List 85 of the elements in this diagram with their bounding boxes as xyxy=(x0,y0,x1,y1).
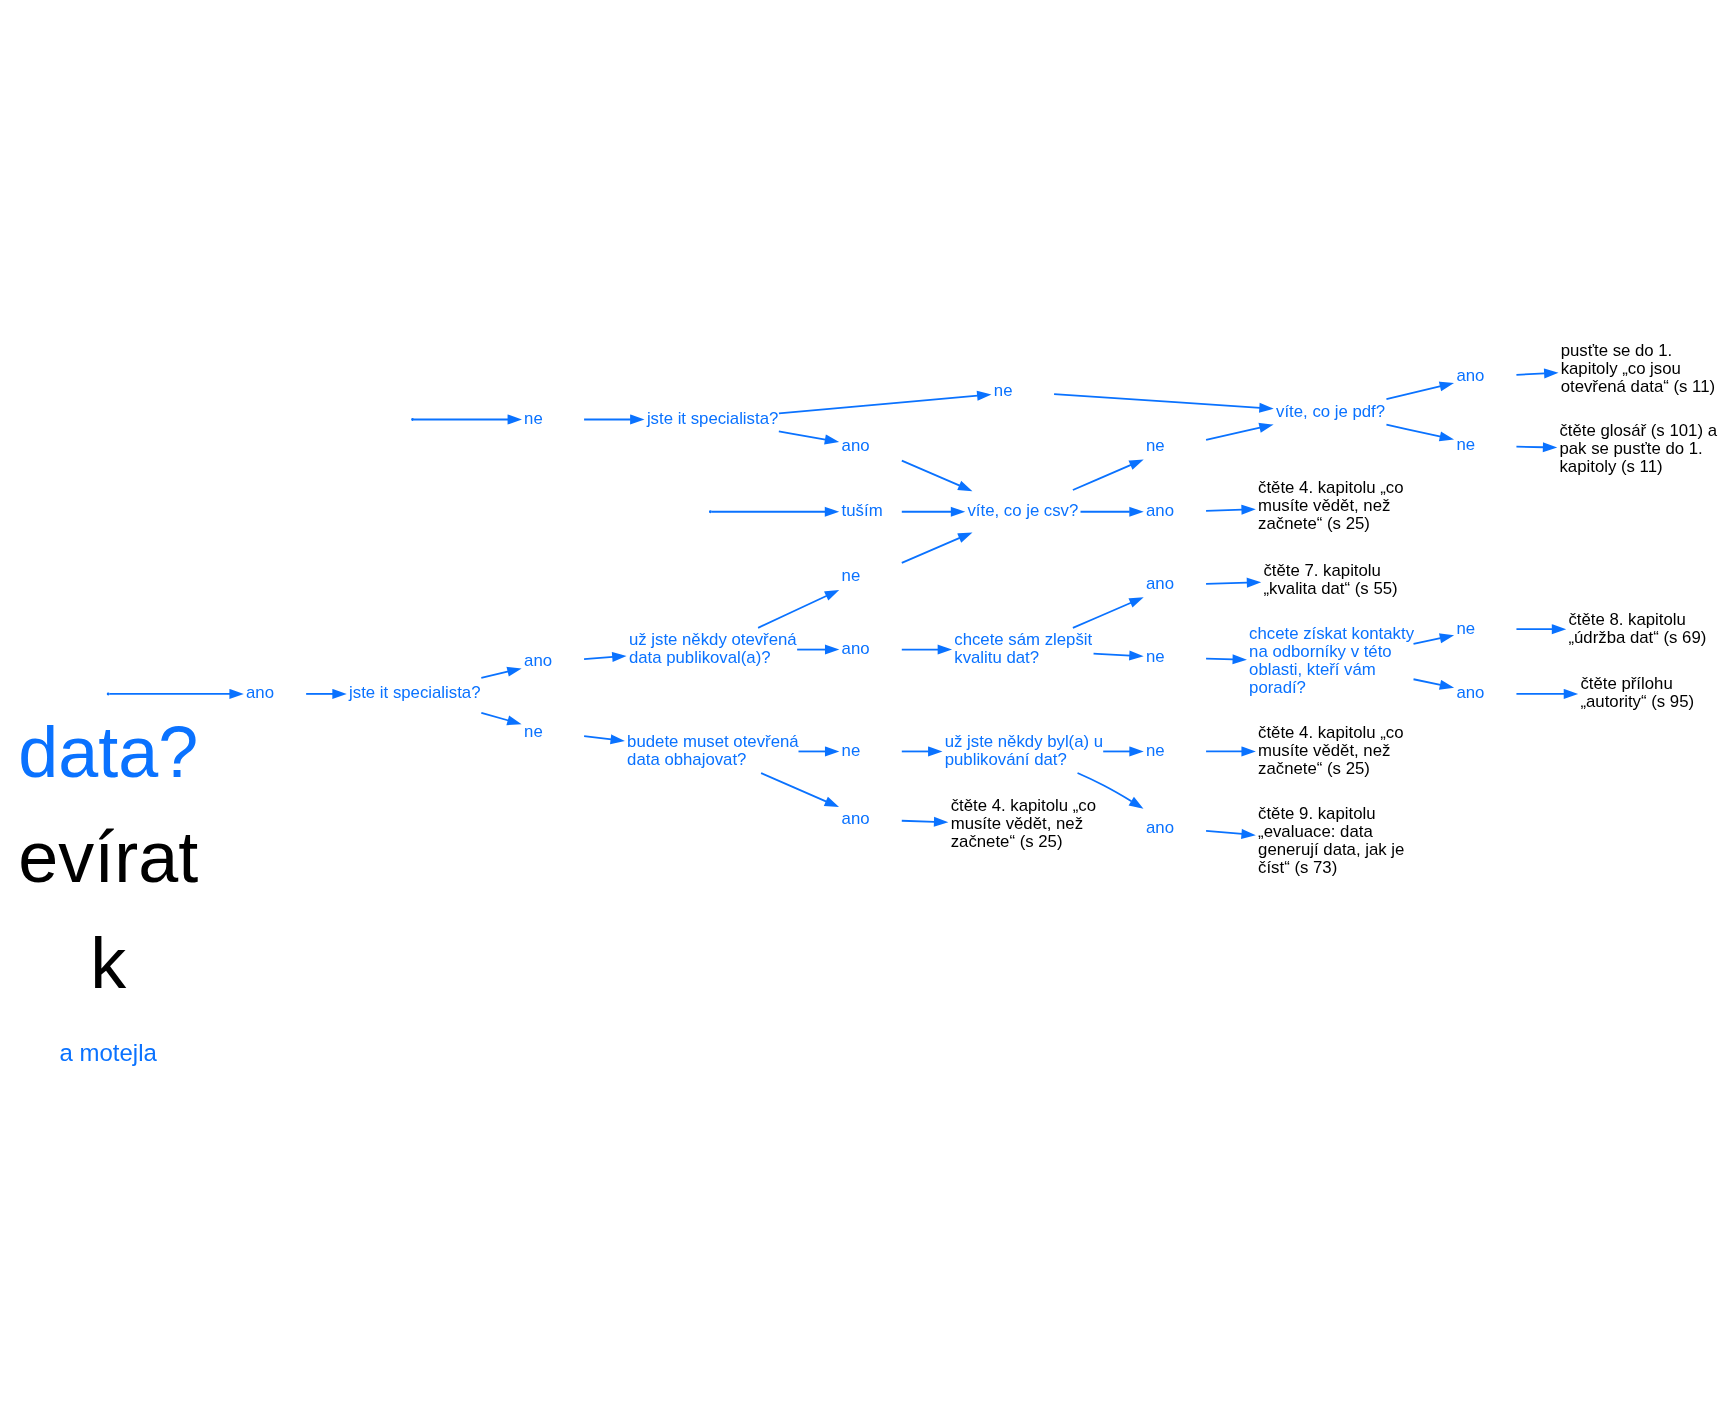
arrow xyxy=(1205,828,1256,839)
arrow xyxy=(1385,423,1455,441)
arrow xyxy=(480,711,522,725)
node-text: ne xyxy=(524,408,543,428)
node-text: čtěte glosář (s 101) a pak se pusťte do 1. kapitoly (s 11) xyxy=(1559,420,1717,476)
arrow xyxy=(583,733,625,744)
arrow xyxy=(1515,367,1559,379)
node-text: ano xyxy=(841,808,870,828)
arrow xyxy=(797,745,840,756)
node-text: ne xyxy=(993,380,1013,400)
node-text: čtěte 4. kapitolu „co musíte vědět, než začnete“ (s 25) xyxy=(1258,722,1404,778)
arrow xyxy=(1076,771,1144,809)
arrow xyxy=(1515,623,1567,634)
node-text: už jste někdy otevřená data publikoval(a)? xyxy=(628,629,797,667)
node-text: ano xyxy=(841,638,870,658)
arrow xyxy=(1072,596,1144,629)
node-text: čtěte 4. kapitolu „co musíte vědět, než začnete“ (s 25) xyxy=(950,795,1097,851)
node-text: pusťte se do 1. kapitoly „co jsou otevřená data“ (s 11) xyxy=(1560,340,1716,396)
label: k xyxy=(90,922,127,1003)
arrow xyxy=(1385,381,1454,400)
arrow xyxy=(1412,632,1455,645)
node-text: čtěte 9. kapitolu „evaluace: data generují data, jak je číst“ (s 73) xyxy=(1258,803,1405,877)
arrow xyxy=(900,506,966,517)
node-text: čtěte 7. kapitolu „kvalita dat“ (s 55) xyxy=(1263,560,1398,597)
node-text: ne xyxy=(1146,646,1165,666)
node-text: ano xyxy=(1146,500,1175,520)
node-text: ne xyxy=(1456,618,1476,638)
arrow xyxy=(796,644,840,655)
node-text: víte, co je csv? xyxy=(967,500,1079,520)
arrow xyxy=(1205,422,1274,441)
node-text: ne xyxy=(1146,435,1165,455)
node-text: ano xyxy=(1146,573,1175,593)
arrow xyxy=(1205,653,1247,664)
arrow xyxy=(108,688,244,699)
node-text: ano xyxy=(841,435,870,455)
node-text: tuším xyxy=(841,500,883,520)
arrow xyxy=(583,413,645,425)
arrow xyxy=(1412,677,1455,690)
arrow xyxy=(900,816,949,827)
node-text: ne xyxy=(841,740,861,760)
arrow xyxy=(305,688,347,699)
node-text: už jste někdy byl(a) u publikování dat? xyxy=(944,731,1104,769)
node-text: víte, co je pdf? xyxy=(1276,401,1386,421)
node-text: chcete získat kontakty na odborníky v této oblasti, kteří vám poradí? xyxy=(1249,623,1415,697)
node-text: ano xyxy=(1456,365,1485,385)
arrow xyxy=(1079,506,1144,517)
arrow xyxy=(1205,745,1256,756)
node-text: ne xyxy=(841,565,861,585)
node-text: ano xyxy=(246,682,275,702)
node-text: čtěte 4. kapitolu „co musíte vědět, než začnete“ (s 25) xyxy=(1258,477,1404,533)
node-text: čtěte přílohu „autority“ (s 95) xyxy=(1580,673,1695,711)
node-text: jste it specialista? xyxy=(349,682,481,702)
label: evírat xyxy=(18,816,199,897)
arrow xyxy=(900,459,973,491)
arrow xyxy=(583,651,627,662)
node-text: ne xyxy=(524,721,543,741)
arrow xyxy=(1072,458,1144,491)
node-text: ne xyxy=(1456,434,1476,454)
node-text: ano xyxy=(1456,682,1485,702)
arrow xyxy=(1515,688,1579,699)
node-text: chcete sám zlepšit kvalitu dat? xyxy=(954,629,1093,667)
arrow xyxy=(1092,650,1144,661)
arrow xyxy=(760,771,840,807)
arrow xyxy=(900,531,973,564)
arrow xyxy=(900,745,943,756)
arrow xyxy=(1205,577,1262,588)
label: data? xyxy=(18,711,199,792)
node-text: čtěte 8. kapitolu „údržba dat“ (s 69) xyxy=(1568,609,1707,647)
arrow xyxy=(413,413,522,425)
node-text: ne xyxy=(1146,740,1165,760)
arrow xyxy=(778,390,992,414)
arrow xyxy=(480,666,522,679)
arrow xyxy=(900,644,953,655)
arrow xyxy=(1205,504,1256,515)
arrow xyxy=(710,506,840,517)
arrow xyxy=(1102,745,1144,756)
arrow xyxy=(777,429,840,444)
node-text: ano xyxy=(1146,817,1175,837)
label: a motejla xyxy=(59,1038,157,1066)
arrow xyxy=(1053,392,1274,413)
node-text: jste it specialista? xyxy=(646,408,779,428)
node-text: ano xyxy=(524,650,553,670)
arrow xyxy=(1515,441,1558,452)
node-text: budete muset otevřená data obhajovat? xyxy=(627,731,799,769)
arrow xyxy=(757,589,840,629)
